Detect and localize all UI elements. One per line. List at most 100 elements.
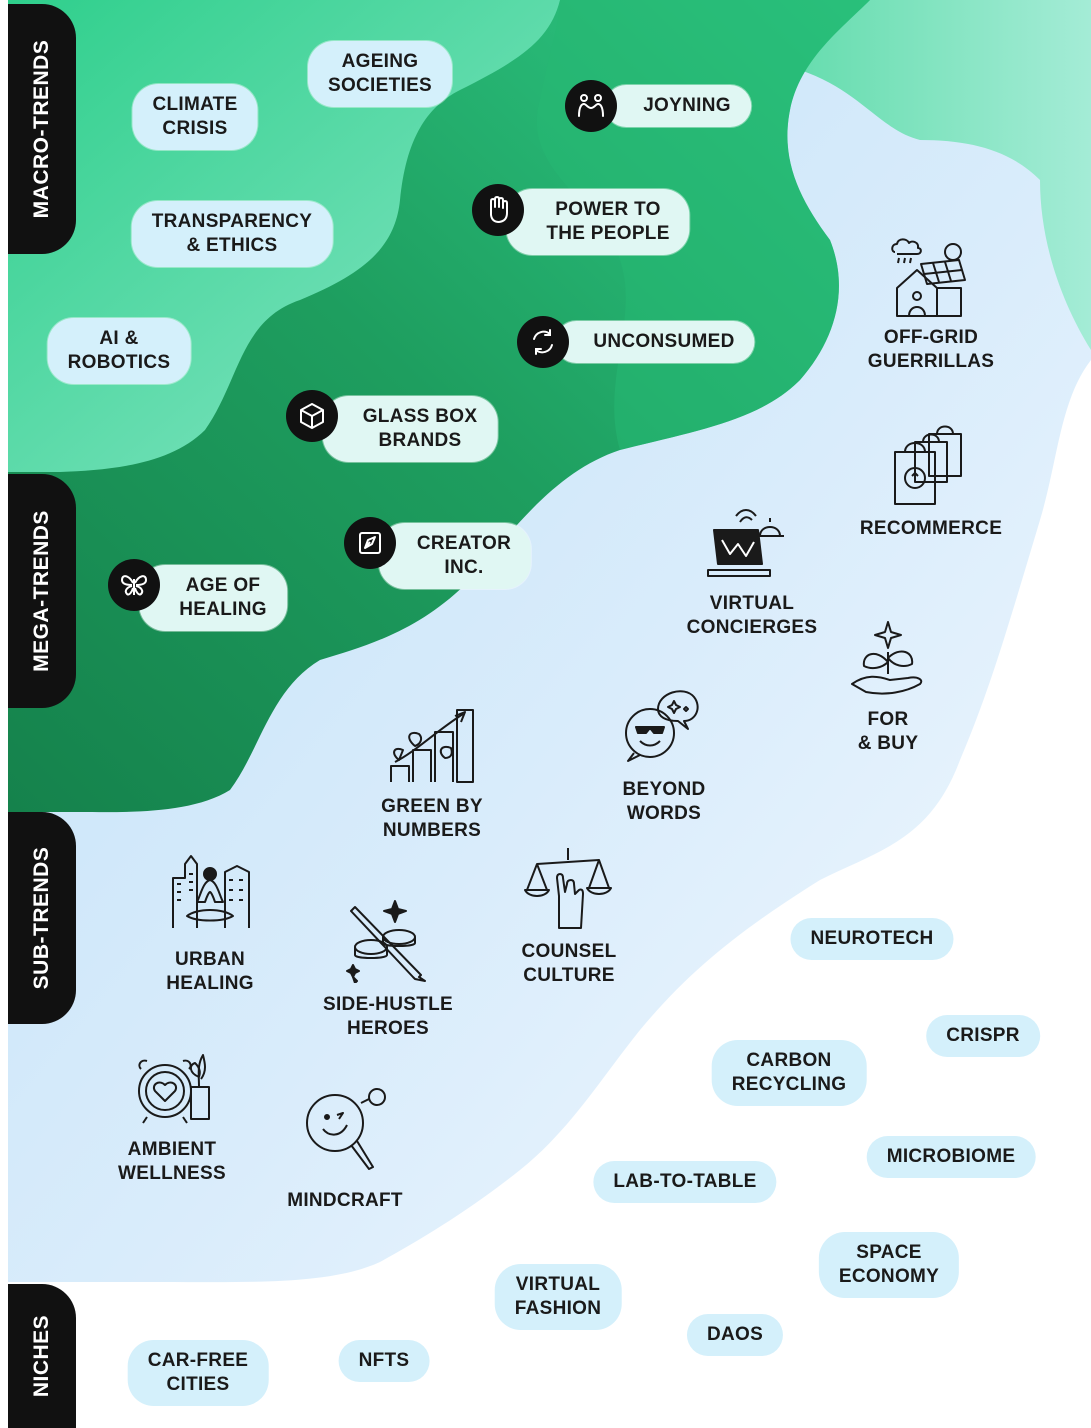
pill-line: AGE OF bbox=[185, 575, 261, 596]
pill-line: CRISIS bbox=[162, 118, 228, 139]
mega-trend-creator-inc: CREATOR INC. bbox=[378, 523, 532, 589]
pill-line: INC. bbox=[444, 557, 484, 578]
sub-trend-line: HEALING bbox=[166, 973, 254, 994]
mega-trend-joyning: JOYNING bbox=[605, 85, 751, 127]
mega-trend-power-to-the-people: POWER TO THE PEOPLE bbox=[506, 189, 690, 255]
sub-trend-beyond-words: BEYOND WORDS bbox=[622, 778, 705, 826]
growth-bar-chart-with-plant-icon bbox=[390, 709, 474, 783]
sub-trend-ambient-wellness: AMBIENT WELLNESS bbox=[118, 1138, 226, 1186]
sub-trend-line: BEYOND bbox=[622, 779, 706, 800]
sub-trend-green-by-numbers: GREEN BY NUMBERS bbox=[381, 795, 483, 843]
niche-car-free-cities: CAR-FREE CITIES bbox=[127, 1340, 269, 1406]
sub-trend-line: COUNSEL bbox=[521, 941, 617, 962]
band-niches: NICHES bbox=[8, 1284, 76, 1428]
sub-trend-line: NUMBERS bbox=[382, 820, 482, 841]
shopping-bags-icon bbox=[894, 425, 962, 505]
sub-trend-line: HEROES bbox=[346, 1018, 430, 1039]
scales-of-justice-with-hand-icon bbox=[524, 848, 612, 929]
sub-trend-for-and-buy: FOR & BUY bbox=[858, 708, 919, 756]
pill-line: CAR-FREE bbox=[147, 1350, 249, 1371]
sub-trend-line: FOR bbox=[867, 709, 909, 730]
pill-line: JOYNING bbox=[643, 95, 731, 116]
sub-trend-line: WORDS bbox=[626, 803, 702, 824]
niche-carbon-recycling: CARBON RECYCLING bbox=[711, 1040, 867, 1106]
pill-line: CRISPR bbox=[946, 1025, 1020, 1046]
pill-line: SOCIETIES bbox=[327, 75, 433, 96]
niche-lab-to-table: LAB-TO-TABLE bbox=[593, 1161, 777, 1203]
macro-trend-transparency-ethics: TRANSPARENCY & ETHICS bbox=[131, 201, 333, 267]
pill-line: ECONOMY bbox=[838, 1266, 940, 1287]
pill-line: NFTS bbox=[358, 1350, 410, 1371]
pill-line: GLASS BOX bbox=[362, 406, 478, 427]
circular-arrows-icon bbox=[517, 316, 569, 368]
sub-trend-line: SIDE-HUSTLE bbox=[323, 994, 453, 1015]
speech-bubbles-with-emoji-icon bbox=[625, 690, 699, 762]
pill-line: DAOS bbox=[706, 1324, 764, 1345]
sub-trend-line: CONCIERGES bbox=[686, 617, 818, 638]
pill-line: CREATOR bbox=[416, 533, 512, 554]
sub-trend-recommerce: RECOMMERCE bbox=[860, 517, 1002, 541]
niche-crispr: CRISPR bbox=[926, 1015, 1040, 1057]
sub-trend-mindcraft: MINDCRAFT bbox=[287, 1189, 403, 1213]
coins-and-pencil-icon bbox=[346, 900, 426, 983]
pill-line: NEUROTECH bbox=[810, 928, 934, 949]
pill-line: POWER TO bbox=[555, 199, 661, 220]
sub-trend-line: VIRTUAL bbox=[709, 593, 795, 614]
butterfly-icon bbox=[108, 559, 160, 611]
niche-space-economy: SPACE ECONOMY bbox=[818, 1232, 960, 1298]
band-label: MEGA-TRENDS bbox=[30, 510, 53, 672]
plant-in-hand-icon bbox=[851, 621, 923, 695]
niche-virtual-fashion: VIRTUAL FASHION bbox=[494, 1264, 622, 1330]
pill-line: CITIES bbox=[166, 1374, 230, 1395]
sub-trend-line: & BUY bbox=[857, 733, 919, 754]
macro-trend-climate-crisis: CLIMATE CRISIS bbox=[132, 84, 258, 150]
band-label: SUB-TRENDS bbox=[30, 846, 53, 990]
niche-neurotech: NEUROTECH bbox=[790, 918, 954, 960]
band-label: NICHES bbox=[30, 1314, 53, 1398]
raised-fist-icon bbox=[472, 184, 524, 236]
sub-trend-line: RECOMMERCE bbox=[859, 518, 1003, 539]
pill-line: CLIMATE bbox=[152, 94, 238, 115]
sub-trend-line: OFF-GRID bbox=[883, 327, 979, 348]
mega-trend-glass-box-brands: GLASS BOX BRANDS bbox=[322, 396, 498, 462]
sub-trend-urban-healing: URBAN HEALING bbox=[166, 948, 254, 996]
mega-trend-age-of-healing: AGE OF HEALING bbox=[139, 565, 287, 631]
pill-line: ROBOTICS bbox=[67, 352, 171, 373]
pen-tool-icon bbox=[344, 517, 396, 569]
sub-trend-line: WELLNESS bbox=[118, 1163, 226, 1184]
pill-line: VIRTUAL bbox=[515, 1274, 601, 1295]
pill-line: AI & bbox=[99, 328, 139, 349]
pill-line: CARBON bbox=[746, 1050, 832, 1071]
sub-trend-line: GREEN BY bbox=[381, 796, 483, 817]
pill-line: TRANSPARENCY bbox=[151, 211, 313, 232]
people-group-icon bbox=[565, 80, 617, 132]
sub-trend-line: URBAN bbox=[174, 949, 246, 970]
pill-line: RECYCLING bbox=[731, 1074, 847, 1095]
sub-trend-line: AMBIENT bbox=[127, 1139, 217, 1160]
pill-line: UNCONSUMED bbox=[593, 331, 735, 352]
mega-trend-unconsumed: UNCONSUMED bbox=[555, 321, 755, 363]
macro-trend-ai-robotics: AI & ROBOTICS bbox=[47, 318, 191, 384]
sub-trend-side-hustle-heroes: SIDE-HUSTLE HEROES bbox=[323, 993, 453, 1041]
macro-trend-ageing-societies: AGEING SOCIETIES bbox=[307, 41, 453, 107]
pill-line: THE PEOPLE bbox=[546, 223, 670, 244]
pill-line: HEALING bbox=[179, 599, 267, 620]
transparent-cube-icon bbox=[286, 390, 338, 442]
niche-daos: DAOS bbox=[686, 1314, 784, 1356]
sub-trend-counsel-culture: COUNSEL CULTURE bbox=[522, 940, 617, 988]
niche-nfts: NFTS bbox=[338, 1340, 430, 1382]
pill-line: FASHION bbox=[514, 1298, 602, 1319]
top-right-layer bbox=[560, 0, 1091, 350]
smiling-racket-icon bbox=[306, 1088, 386, 1170]
sub-trend-virtual-concierges: VIRTUAL CONCIERGES bbox=[687, 592, 818, 640]
meditating-person-in-city-icon bbox=[172, 855, 250, 928]
house-with-solar-panels-icon bbox=[891, 238, 966, 317]
pill-line: SPACE bbox=[856, 1242, 922, 1263]
band-label: MACRO-TRENDS bbox=[30, 39, 53, 219]
pill-line: LAB-TO-TABLE bbox=[613, 1171, 757, 1192]
pill-line: BRANDS bbox=[378, 430, 462, 451]
sub-trend-line: CULTURE bbox=[523, 965, 615, 986]
pill-line: & ETHICS bbox=[186, 235, 278, 256]
pill-line: AGEING bbox=[341, 51, 419, 72]
